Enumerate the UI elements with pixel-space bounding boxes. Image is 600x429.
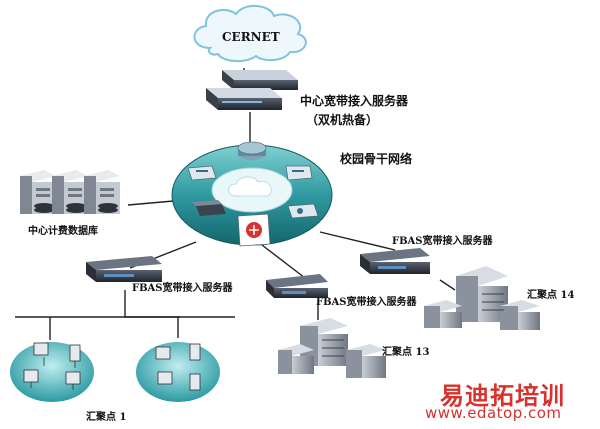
fbas-server-left-icon <box>86 256 162 282</box>
backbone-label: 校园骨干网络 <box>340 152 413 166</box>
network-links <box>15 68 456 340</box>
billing-db-label: 中心计费数据库 <box>28 226 98 237</box>
hub-14-buildings-icon <box>424 266 540 330</box>
computer-icon <box>23 369 39 383</box>
billing-database-servers-icon <box>20 170 120 214</box>
fbas-left-label: FBAS宽带接入服务器 <box>132 283 233 294</box>
hub-13-label: 汇聚点 13 <box>382 347 430 358</box>
switch-icon-lower-right <box>287 203 319 219</box>
fbas-server-right-icon <box>360 248 430 274</box>
cernet-label: CERNET <box>222 30 280 44</box>
server-tower-icon <box>69 344 81 362</box>
computer-icon <box>33 342 49 356</box>
watermark-url: www.edatop.com <box>425 404 562 422</box>
watermark-brand: 易迪拓培训 <box>440 382 565 410</box>
hub-1-right-cluster <box>136 342 220 402</box>
fbas-server-middle-icon <box>266 274 328 298</box>
switch-icon-right <box>285 165 313 181</box>
fbas-right-label: FBAS宽带接入服务器 <box>392 236 493 247</box>
hub-1-left-cluster <box>10 342 94 402</box>
fbas-middle-label: FBAS宽带接入服务器 <box>316 297 417 308</box>
firewall-icon <box>237 213 271 247</box>
computer-icon <box>155 346 171 360</box>
hub-14-label: 汇聚点 14 <box>527 290 575 301</box>
cernet-cloud <box>193 5 307 62</box>
router-icon-lower-left <box>192 200 226 216</box>
hub-1-label: 汇聚点 1 <box>86 412 127 423</box>
router-icon <box>237 141 267 160</box>
central-server-label: 中心宽带接入服务器 <box>300 94 409 108</box>
switch-icon-left <box>187 165 217 181</box>
central-server-stack-icon <box>206 70 298 110</box>
server-tower-icon <box>189 373 201 391</box>
central-server-sublabel: （双机热备） <box>306 113 379 127</box>
computer-icon <box>65 371 81 385</box>
computer-icon <box>157 371 173 385</box>
server-tower-icon <box>189 343 201 361</box>
hub-13-buildings-icon <box>278 318 386 378</box>
